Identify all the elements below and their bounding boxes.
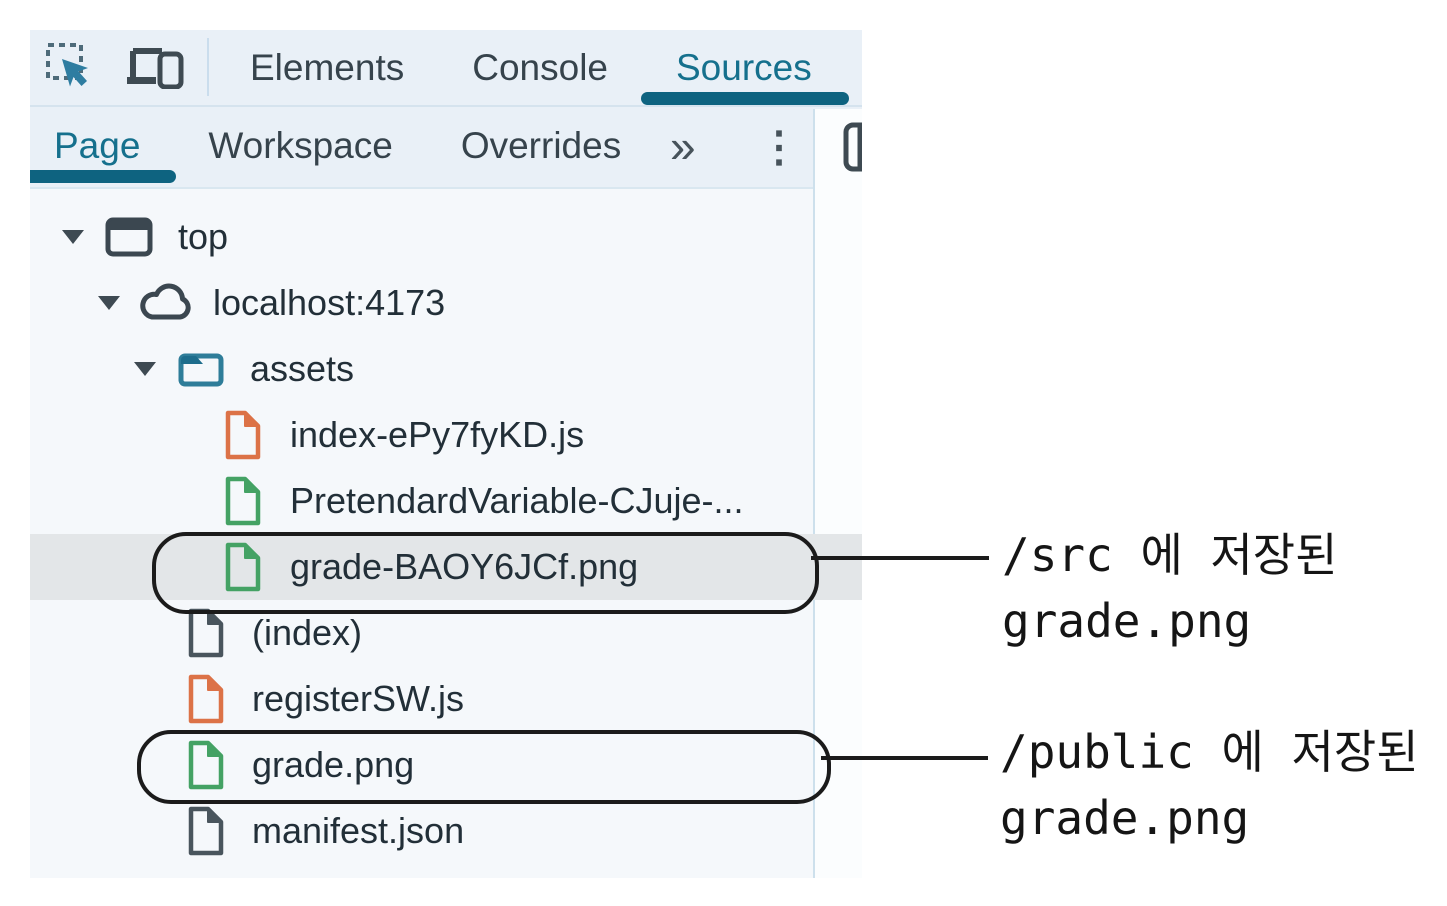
tree-item-manifest-json[interactable]: manifest.json: [30, 798, 862, 864]
tree-item-label: manifest.json: [252, 810, 465, 851]
inspect-element-icon[interactable]: [45, 42, 93, 90]
annotation-oval-public-grade: [137, 730, 831, 804]
sidebar-tab-page[interactable]: Page: [30, 107, 178, 185]
annotation-text-src: /src 에 저장된 grade.png: [1002, 522, 1337, 654]
file-icon: [185, 806, 225, 856]
toggle-navigator-panel-icon[interactable]: [843, 122, 862, 172]
devtools-main-toolbar: Elements Console Sources: [30, 30, 862, 107]
file-icon: [185, 608, 225, 658]
tree-item-label: (index): [252, 612, 363, 653]
tree-item-assets[interactable]: assets: [30, 336, 862, 402]
tree-item-index-epy7fykd-js[interactable]: index-ePy7fyKD.js: [30, 402, 862, 468]
file-icon: [222, 476, 262, 526]
tree-item-localhost-4173[interactable]: localhost:4173: [30, 270, 862, 336]
folder-icon: [178, 350, 224, 388]
annotation-line: grade.png: [1002, 594, 1252, 648]
annotation-connector-line-2: [821, 756, 988, 760]
file-icon: [222, 542, 262, 592]
sidebar-tab-overrides[interactable]: Overrides: [460, 125, 622, 166]
sidebar-tab-workspace[interactable]: Workspace: [208, 125, 393, 166]
tree-item-label: top: [178, 216, 229, 257]
expand-arrow-icon[interactable]: [62, 230, 84, 244]
annotation-oval-src-grade: [152, 532, 819, 614]
tab-sources[interactable]: Sources: [641, 30, 849, 105]
tree-item-label: PretendardVariable-CJuje-...: [290, 480, 744, 521]
sidebar-tab-strip: Page Workspace Overrides: [30, 107, 622, 185]
annotation-text-public: /public 에 저장된 grade.png: [1000, 719, 1419, 851]
main-tab-strip: Elements Console Sources: [250, 30, 849, 105]
devtools-panel: Elements Console Sources Page Workspace Over…: [30, 30, 862, 878]
tree-item-label: grade.png: [252, 744, 415, 785]
annotation-line: grade.png: [1000, 791, 1250, 845]
file-icon: [222, 410, 262, 460]
toolbar-divider: [207, 38, 209, 96]
cloud-icon: [138, 283, 194, 323]
expand-arrow-icon[interactable]: [134, 362, 156, 376]
tree-item-top[interactable]: top: [30, 204, 845, 270]
tree-item-pretendardvariable-cjuje-[interactable]: PretendardVariable-CJuje-...: [30, 468, 862, 534]
tree-item-grade-png[interactable]: grade.png: [30, 732, 862, 798]
annotation-line: /public 에 저장된: [1000, 725, 1419, 779]
file-icon: [185, 674, 225, 724]
file-icon: [185, 740, 225, 790]
frame-icon: [105, 217, 153, 257]
annotation-connector-line-1: [811, 556, 989, 560]
expand-arrow-icon[interactable]: [98, 296, 120, 310]
sidebar-editor-divider[interactable]: [813, 109, 815, 878]
tree-item-label: grade-BAOY6JCf.png: [290, 546, 639, 587]
more-tabs-icon[interactable]: »: [670, 120, 696, 172]
more-options-icon[interactable]: ⋮: [758, 122, 800, 170]
annotation-line: /src 에 저장된: [1002, 528, 1338, 582]
tree-item-label: index-ePy7fyKD.js: [290, 414, 585, 455]
tree-item-registersw-js[interactable]: registerSW.js: [30, 666, 862, 732]
sources-sidebar-toolbar: Page Workspace Overrides » ⋮: [30, 107, 862, 189]
tab-elements[interactable]: Elements: [250, 46, 405, 88]
toggle-device-toolbar-icon[interactable]: [126, 45, 184, 89]
tab-console[interactable]: Console: [472, 46, 608, 88]
tree-item-label: localhost:4173: [213, 282, 446, 323]
tree-item-label: registerSW.js: [252, 678, 465, 719]
tree-item-label: assets: [250, 348, 355, 389]
